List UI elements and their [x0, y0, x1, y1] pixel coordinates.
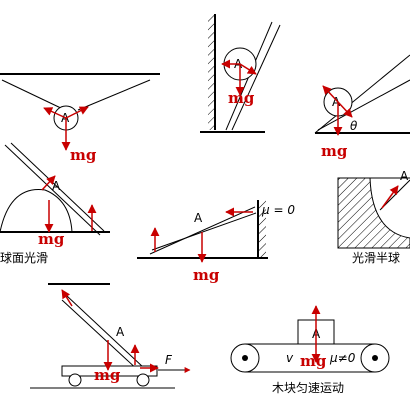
panel-rod-on-cart: A F mg [30, 283, 191, 389]
friction-mu-zero: μ = 0 [261, 203, 295, 217]
gravity-label: mg [193, 266, 220, 284]
caption-smooth-semicircle: 光滑半球 [352, 251, 400, 265]
gravity-label: mg [70, 146, 97, 164]
panel-block-conveyor: A v mg μ≠0 木块匀速运动 [230, 305, 390, 395]
label-a: A [52, 179, 61, 193]
panel-ball-incline-theta: A θ mg [314, 54, 410, 160]
gravity-label: mg [228, 89, 255, 107]
gravity-label: mg [300, 352, 327, 370]
friction-mu-nonzero: μ≠0 [329, 351, 356, 365]
panel-rod-in-hemisphere: A 光滑半球 [337, 169, 410, 265]
gravity-label: mg [38, 230, 65, 248]
label-a: A [116, 325, 125, 339]
label-a: A [194, 211, 203, 225]
panel-rod-wall-mu-zero: A μ = 0 mg [137, 200, 295, 284]
gravity-label: mg [321, 142, 348, 160]
caption-block-uniform: 木块匀速运动 [272, 381, 344, 395]
force-f-label: F [165, 353, 173, 367]
velocity-v-label: v [286, 351, 294, 365]
panel-rod-on-sphere: A mg 球面光滑 [0, 142, 110, 265]
gravity-label: mg [94, 366, 121, 384]
panel-ball-wall-incline: A mg [200, 14, 281, 133]
angle-theta: θ [350, 119, 358, 133]
label-a: A [400, 169, 409, 183]
caption-sphere-smooth: 球面光滑 [0, 251, 48, 265]
panel-hanging-ball: A mg [0, 73, 160, 164]
label-a: A [332, 95, 341, 109]
